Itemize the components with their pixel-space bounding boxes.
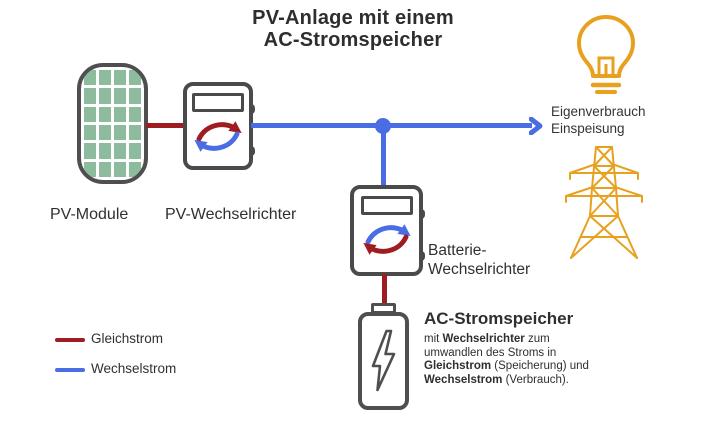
diagram-title: PV-Anlage mit einem AC-Stromspeicher (177, 7, 529, 51)
inverter-mount-tab (419, 251, 425, 261)
label-pv-inverter: PV-Wechselrichter (165, 206, 297, 223)
legend-label-dc: Gleichstrom (91, 331, 164, 346)
label-consumption-line2: Einspeisung (551, 121, 625, 136)
inverter-mount-tab (249, 146, 255, 156)
label-battery-inverter: Batterie- Wechselrichter (428, 241, 530, 279)
pv-module-icon (77, 63, 148, 184)
inverter-mount-tab (249, 104, 255, 114)
dc-ac-cycle-arrows-icon (194, 121, 242, 152)
lightning-bolt-icon (371, 329, 396, 392)
lightbulb-icon (577, 15, 635, 94)
ac-arrowhead-icon (529, 117, 543, 135)
diagram-title-line1: PV-Anlage mit einem (252, 7, 454, 29)
ac-line-inverter-to-grid (251, 123, 532, 128)
ac-line-junction-to-battery-inverter (381, 127, 386, 188)
label-consumption-line1: Eigenverbrauch (551, 104, 646, 119)
inverter-display (192, 93, 244, 112)
pv-inverter-icon (183, 82, 255, 170)
label-battery-inverter-line2: Wechselrichter (428, 261, 531, 278)
junction-dot (375, 118, 391, 134)
battery-storage-icon (358, 312, 409, 410)
label-battery-inverter-line1: Batterie- (428, 242, 487, 259)
power-tower-icon (565, 146, 643, 259)
storage-description: mit Wechselrichter zum umwandlen des Str… (424, 333, 589, 386)
legend-swatch-dc (55, 338, 85, 342)
diagram-title-line2: AC-Stromspeicher (263, 28, 443, 51)
dc-line-module-to-inverter (146, 123, 186, 128)
storage-heading: AC-Stromspeicher (424, 309, 574, 328)
inverter-mount-tab (419, 209, 425, 219)
label-consumption: Eigenverbrauch Einspeisung (551, 103, 646, 137)
dc-line-inverter-to-storage (382, 274, 387, 306)
ac-dc-cycle-arrows-icon (362, 224, 411, 255)
legend-swatch-ac (55, 368, 85, 372)
battery-inverter-icon (350, 185, 425, 276)
legend-label-ac: Wechselstrom (91, 361, 177, 376)
inverter-display (360, 196, 413, 215)
label-pv-module: PV-Module (50, 206, 129, 223)
